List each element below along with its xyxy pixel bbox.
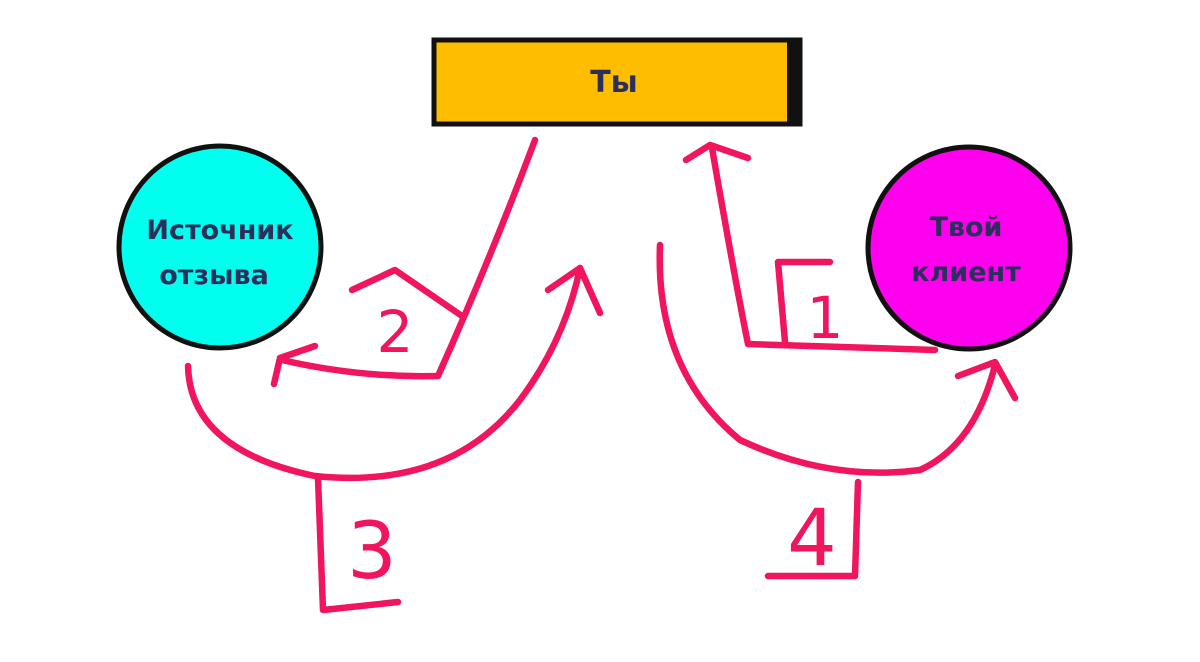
- client-label-line2: клиент: [911, 257, 1021, 288]
- step4-label-box: [764, 478, 862, 580]
- source-label-line2: отзыва: [159, 260, 269, 291]
- step3-path: [184, 264, 584, 482]
- step1-label-box: [774, 258, 834, 346]
- step3-arrowhead: [544, 264, 604, 317]
- step4-number: 4: [787, 494, 837, 584]
- source-circle: [116, 143, 324, 351]
- step3-label-box: [314, 474, 402, 614]
- you-box-right-edge: [787, 40, 800, 124]
- source-node: Источник отзыва: [116, 143, 324, 351]
- step3-number: 3: [347, 507, 397, 597]
- step3-arrow: [184, 264, 604, 614]
- step2-arrowhead: [270, 342, 319, 388]
- step2-arrow: [270, 136, 539, 388]
- step1-path: [708, 144, 939, 354]
- step2-label-box: [348, 266, 466, 320]
- step4-arrowhead: [954, 358, 1019, 402]
- step1-number: 1: [807, 284, 844, 352]
- you-box: [431, 37, 803, 127]
- step1-arrowhead: [682, 141, 752, 164]
- you-node: Ты: [431, 37, 803, 127]
- step2-path: [278, 136, 539, 380]
- step2-number: 2: [377, 298, 414, 366]
- step4-arrow: [656, 241, 1019, 580]
- client-circle: [865, 144, 1073, 352]
- you-label: Ты: [590, 65, 638, 100]
- source-label-line1: Источник: [146, 215, 293, 246]
- client-label-line1: Твой: [930, 212, 1003, 243]
- step4-path: [656, 241, 999, 476]
- step1-arrow: [682, 141, 939, 354]
- client-node: Твой клиент: [865, 144, 1073, 352]
